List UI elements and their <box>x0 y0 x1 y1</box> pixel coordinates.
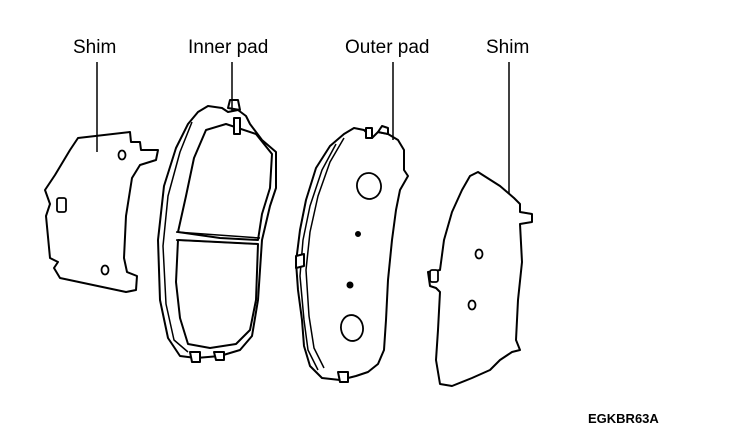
outer-pad <box>295 125 409 383</box>
label-shim-right: Shim <box>486 37 530 58</box>
label-shim-left: Shim <box>73 37 117 58</box>
label-outer-pad: Outer pad <box>345 37 430 58</box>
inner-pad <box>157 99 277 363</box>
leader-lines <box>96 62 510 194</box>
figure-code: EGKBR63A <box>588 411 659 426</box>
label-inner-pad: Inner pad <box>188 37 269 58</box>
left-shim <box>44 131 159 293</box>
right-shim <box>427 171 533 387</box>
